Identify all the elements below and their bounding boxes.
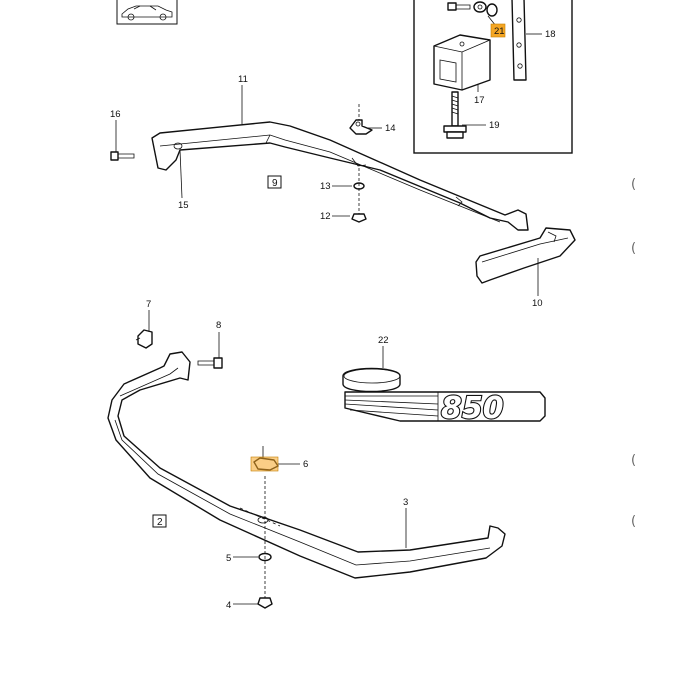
- callout-14: 14: [385, 123, 396, 134]
- detail-inset-box: 21 18 17 19: [413, 0, 573, 154]
- callout-19: 19: [489, 120, 500, 131]
- callout-11: 11: [238, 74, 248, 85]
- margin-mark-2: (: [631, 241, 636, 256]
- margin-mark-1: (: [631, 177, 636, 192]
- reference-box-9: [267, 175, 282, 189]
- callout-10: 10: [532, 298, 543, 309]
- front-bumper: [107, 351, 506, 579]
- car-thumbnail: [116, 0, 178, 25]
- margin-mark-3: (: [631, 453, 636, 468]
- reference-box-2: [152, 514, 167, 528]
- callout-18: 18: [545, 29, 556, 40]
- callout-15: 15: [178, 200, 189, 211]
- callout-13: 13: [320, 181, 331, 192]
- callout-22: 22: [378, 335, 389, 346]
- emblem-text: 850: [441, 391, 504, 426]
- emblem-850: 850: [342, 367, 546, 427]
- margin-mark-4: (: [631, 514, 636, 529]
- reference-2: 2: [157, 517, 163, 528]
- bolt-washer-group: [447, 1, 498, 17]
- rear-bumper-end-piece: [475, 227, 576, 284]
- bracket-plate: [511, 0, 527, 81]
- reference-9: 9: [272, 178, 278, 189]
- callout-4: 4: [226, 600, 231, 611]
- callout-17: 17: [474, 95, 485, 106]
- callout-6: 6: [303, 459, 308, 470]
- rear-bumper-bar: [151, 121, 529, 231]
- callout-8: 8: [216, 320, 221, 331]
- long-bolt: [443, 91, 467, 139]
- callout-5: 5: [226, 553, 231, 564]
- callout-3: 3: [403, 497, 408, 508]
- callout-21-highlight: [490, 23, 506, 38]
- callout-21: 21: [494, 26, 505, 37]
- callout-7: 7: [146, 299, 151, 310]
- callout-6-highlight: [250, 456, 279, 472]
- callout-16: 16: [110, 109, 121, 120]
- rear-fasteners: [110, 104, 373, 223]
- mounting-block: [433, 34, 491, 91]
- callout-12: 12: [320, 211, 331, 222]
